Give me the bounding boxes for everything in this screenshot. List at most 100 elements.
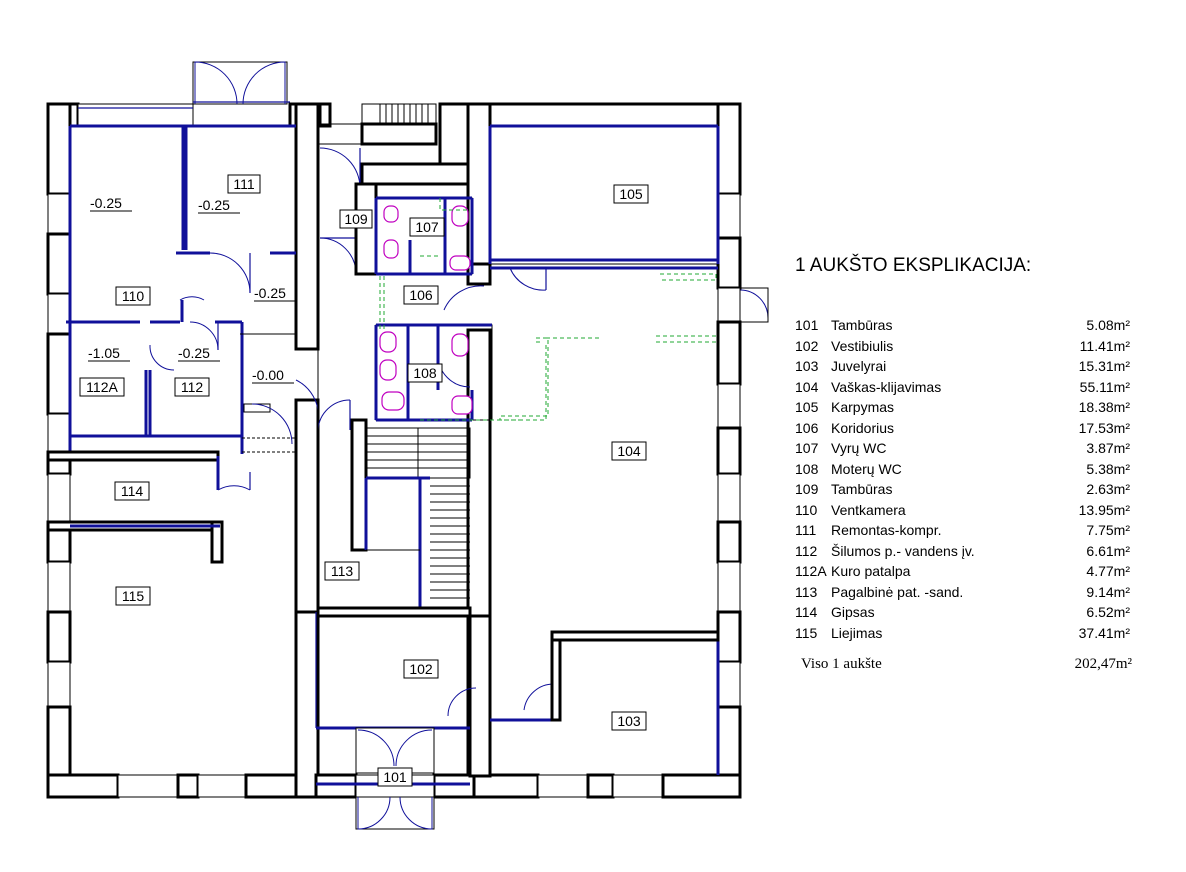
level-mark-corridor: -0.25 [254, 285, 286, 301]
label-room-105: 105 [619, 186, 643, 202]
legend-row: 115 Liejimas 37.41m² [795, 625, 1145, 645]
legend-room-number: 112 [795, 542, 818, 559]
legend-room-area: 5.38m² [1086, 460, 1130, 477]
legend-room-number: 107 [795, 440, 819, 456]
level-marks: -0.25 -0.25 -0.25 -1.05 -0.25 -0.00 [88, 195, 296, 384]
legend-room-area: 17.53m² [1078, 419, 1130, 436]
legend-row: 110 Ventkamera 13.95m² [795, 502, 1145, 522]
legend-room-name: Remontas-kompr. [831, 522, 942, 538]
level-mark-110: -0.25 [90, 195, 122, 211]
top-entrance-door [192, 61, 290, 105]
legend-room-name: Karpymas [831, 399, 895, 415]
label-room-112a: 112A [86, 379, 118, 395]
legend-row: 107 Vyrų WC 3.87m² [795, 440, 1145, 460]
legend-room-area: 6.52m² [1086, 604, 1130, 620]
legend-room-name: Ventkamera [831, 501, 906, 518]
legend-total: Viso 1 aukšte 202,47m² [801, 656, 1141, 673]
legend-row: 114 Gipsas 6.52m² [795, 604, 1145, 624]
legend-room-area: 37.41m² [1078, 624, 1130, 641]
level-mark-hall: -0.00 [252, 367, 284, 383]
total-label: Viso 1 aukšte [801, 656, 882, 672]
room-labels: 111 109 107 105 110 106 112A 112 108 104… [79, 174, 649, 787]
legend-room-number: 102 [795, 337, 819, 354]
legend-room-number: 113 [795, 583, 818, 600]
legend-room-name: Vaškas-klijavimas [831, 378, 942, 395]
legend-room-name: Moterų WC [831, 460, 902, 477]
label-room-102: 102 [409, 661, 433, 677]
legend-room-number: 111 [795, 522, 817, 538]
legend-room-name: Koridorius [831, 419, 895, 436]
level-mark-112: -0.25 [178, 345, 210, 361]
legend-row: 111 Remontas-kompr. 7.75m² [795, 522, 1145, 542]
sanitary-fixtures [379, 205, 473, 415]
legend-room-area: 9.14m² [1086, 583, 1130, 600]
legend-room-number: 103 [795, 358, 819, 374]
legend-row: 108 Moterų WC 5.38m² [795, 461, 1145, 481]
main-stair [316, 418, 472, 618]
right-block-interior [488, 124, 769, 775]
label-room-111: 111 [233, 176, 254, 192]
legend-room-number: 114 [795, 604, 818, 620]
legend-room-number: 112A [795, 563, 827, 579]
top-stair [317, 102, 470, 186]
total-value: 202,47m² [1074, 656, 1132, 672]
center-rooms [317, 144, 493, 620]
legend-room-name: Gipsas [831, 604, 875, 620]
legend-room-name: Tambūras [831, 481, 893, 497]
legend-room-area: 5.08m² [1086, 317, 1130, 333]
legend-row: 101 Tambūras 5.08m² [795, 317, 1145, 337]
legend-room-area: 15.31m² [1078, 358, 1130, 374]
legend-row: 113 Pagalbinė pat. -sand. 9.14m² [795, 584, 1145, 604]
label-room-113: 113 [331, 563, 354, 579]
legend-room-area: 6.61m² [1086, 542, 1130, 559]
legend-row: 106 Koridorius 17.53m² [795, 420, 1145, 440]
legend-room-area: 11.41m² [1079, 337, 1130, 354]
legend-room-name: Kuro patalpa [831, 563, 911, 579]
legend-room-name: Šilumos p.- vandens įv. [831, 542, 975, 559]
legend-row: 109 Tambūras 2.63m² [795, 481, 1145, 501]
legend-room-number: 108 [795, 460, 819, 477]
label-room-104: 104 [617, 443, 641, 459]
legend-room-name: Liejimas [831, 624, 883, 641]
legend-row: 105 Karpymas 18.38m² [795, 399, 1145, 419]
label-room-114: 114 [121, 483, 144, 499]
interior-walls [46, 124, 296, 564]
legend-room-number: 105 [795, 399, 819, 415]
legend-room-name: Juvelyrai [831, 358, 887, 374]
doors-left [149, 252, 351, 491]
label-room-109: 109 [344, 211, 368, 227]
service-lines [379, 198, 717, 421]
label-room-106: 106 [409, 287, 433, 303]
legend-room-number: 109 [795, 481, 819, 497]
outer-walls [46, 102, 742, 799]
legend-room-number: 115 [795, 624, 818, 641]
label-room-107: 107 [415, 219, 439, 235]
legend-row: 112 Šilumos p.- vandens įv. 6.61m² [795, 543, 1145, 563]
level-mark-111: -0.25 [198, 197, 230, 213]
legend-room-area: 55.11m² [1079, 378, 1130, 395]
label-room-115: 115 [122, 588, 145, 604]
legend-room-area: 3.87m² [1086, 440, 1130, 456]
legend-room-area: 7.75m² [1086, 522, 1130, 538]
label-room-112: 112 [181, 379, 204, 395]
legend-room-name: Vyrų WC [831, 440, 887, 456]
legend-row: 104 Vaškas-klijavimas 55.11m² [795, 379, 1145, 399]
legend-room-name: Pagalbinė pat. -sand. [831, 583, 964, 600]
legend-room-area: 13.95m² [1078, 501, 1130, 518]
legend-room-area: 4.77m² [1086, 563, 1130, 579]
legend-room-name: Vestibiulis [831, 337, 894, 354]
legend-row: 102 Vestibiulis 11.41m² [795, 338, 1145, 358]
legend-room-area: 2.63m² [1086, 481, 1130, 497]
legend-room-name: Tambūras [831, 317, 893, 333]
legend-row: 103 Juvelyrai 15.31m² [795, 358, 1145, 378]
legend-room-area: 18.38m² [1078, 399, 1130, 415]
label-room-108: 108 [413, 365, 437, 381]
label-room-110: 110 [122, 288, 145, 304]
legend-room-number: 104 [795, 378, 819, 395]
legend-room-number: 106 [795, 419, 819, 436]
legend-room-number: 101 [795, 317, 819, 333]
legend-room-number: 110 [795, 501, 818, 518]
legend-title: 1 AUKŠTO EKSPLIKACIJA: [795, 255, 1032, 276]
